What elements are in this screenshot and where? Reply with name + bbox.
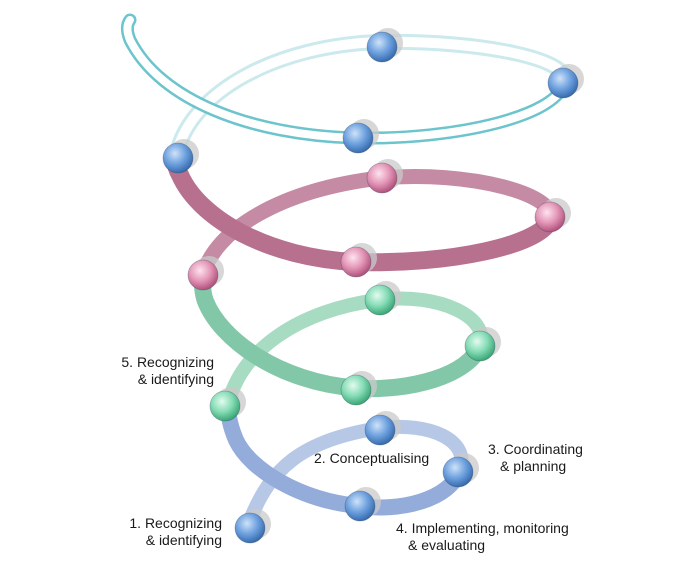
label-step-2-line-1: 2. Conceptualising <box>314 450 430 466</box>
label-step-1-line-2: & identifying <box>145 532 222 548</box>
label-step-1: 1. Recognizing & identifying <box>108 515 222 549</box>
node-loop3-left-sphere <box>187 259 219 291</box>
node-step-1 <box>234 509 271 544</box>
label-step-4-line-1: 4. Implementing, monitoring <box>396 520 569 536</box>
node-step-3-sphere <box>442 456 474 488</box>
label-step-3: 3. Coordinating & planning <box>488 441 583 475</box>
loop-2-front-arc <box>193 266 489 398</box>
node-loop4-top <box>366 28 403 63</box>
label-step-4: 4. Implementing, monitoring & evaluating <box>396 520 569 554</box>
node-loop4-right-sphere <box>547 67 579 99</box>
label-step-5: 5. Recognizing & identifying <box>96 354 214 388</box>
label-step-5-line-1: 5. Recognizing <box>121 354 214 370</box>
node-loop4-front-sphere <box>342 122 374 154</box>
node-step-5-sphere <box>209 390 241 422</box>
label-step-1-line-1: 1. Recognizing <box>129 515 222 531</box>
nodes <box>162 28 584 544</box>
label-step-3-line-2: & planning <box>500 458 567 474</box>
label-step-4-line-2: & evaluating <box>408 537 486 553</box>
node-loop2-top <box>364 281 401 316</box>
node-step-1-sphere <box>234 512 266 544</box>
node-step-2-sphere <box>364 414 396 446</box>
node-loop4-left <box>162 139 199 174</box>
node-loop3-right <box>534 198 571 233</box>
node-loop3-top-sphere <box>366 162 398 194</box>
node-loop2-right <box>464 327 501 362</box>
node-loop3-right-sphere <box>534 201 566 233</box>
label-step-3-line-1: 3. Coordinating <box>488 441 583 457</box>
node-loop2-front-sphere <box>340 374 372 406</box>
node-step-3 <box>442 453 479 488</box>
node-step-2 <box>364 411 401 446</box>
loop-1-front-arc <box>220 397 468 516</box>
node-loop3-left <box>187 256 224 291</box>
node-loop2-top-sphere <box>364 284 396 316</box>
node-loop4-front <box>342 119 379 154</box>
node-loop2-front <box>340 371 377 406</box>
node-loop2-right-sphere <box>464 330 496 362</box>
node-loop3-top <box>366 159 403 194</box>
label-step-5-line-2: & identifying <box>137 371 214 387</box>
node-loop3-front <box>340 243 377 278</box>
label-step-2: 2. Conceptualising <box>314 450 429 467</box>
node-step-5 <box>209 387 246 422</box>
node-step-4-sphere <box>344 490 376 522</box>
node-loop4-right <box>547 64 584 99</box>
node-loop4-top-sphere <box>366 31 398 63</box>
node-loop4-left-sphere <box>162 142 194 174</box>
node-step-4 <box>344 487 381 522</box>
node-loop3-front-sphere <box>340 246 372 278</box>
